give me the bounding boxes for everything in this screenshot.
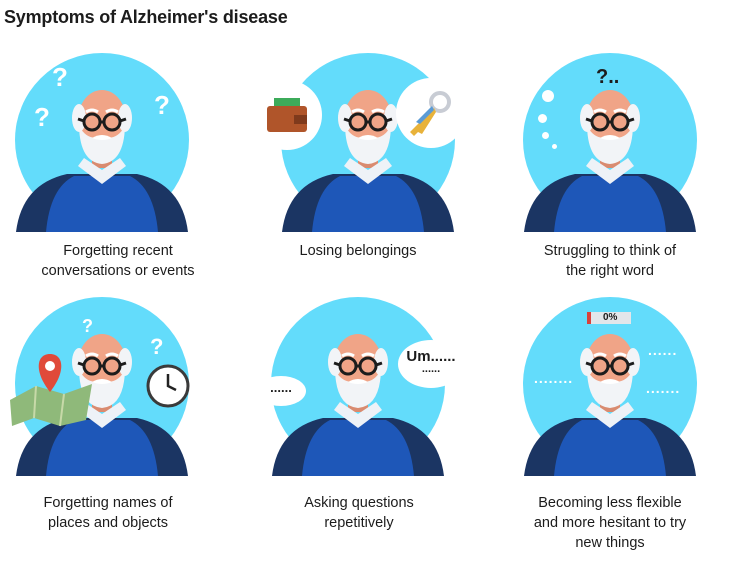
thought-bubble bbox=[552, 144, 557, 149]
speech-text: ...... bbox=[270, 380, 292, 395]
progress-label: 0% bbox=[603, 312, 618, 323]
caption: Struggling to think of the right word bbox=[490, 241, 730, 281]
question-mark: ? bbox=[154, 90, 170, 120]
question-mark: ? bbox=[82, 316, 93, 336]
old-man-illustration bbox=[271, 297, 445, 476]
caption: Forgetting names of places and objects bbox=[0, 493, 228, 533]
caption-line: places and objects bbox=[47, 515, 169, 531]
progress-bar: 0% bbox=[587, 312, 631, 324]
wallet-icon bbox=[252, 80, 322, 150]
panel-forgetting-names: ? ? bbox=[12, 296, 192, 476]
dots: ...... bbox=[648, 342, 678, 358]
question-mark: ? bbox=[150, 334, 164, 359]
thought-bubble bbox=[542, 90, 554, 102]
caption-line: the right word bbox=[566, 263, 654, 279]
caption-line: repetitively bbox=[324, 515, 394, 531]
old-man-illustration bbox=[15, 53, 189, 232]
thought-bubble bbox=[542, 132, 549, 139]
caption-line: Forgetting recent bbox=[63, 243, 173, 259]
caption-line: Struggling to think of bbox=[543, 243, 677, 259]
old-man-illustration bbox=[523, 297, 697, 476]
panel-less-flexible: 0% ...... ........ ....... bbox=[520, 296, 700, 476]
keys-icon bbox=[396, 78, 466, 148]
question-mark: ? bbox=[52, 62, 68, 92]
caption-line: Becoming less flexible bbox=[538, 495, 682, 511]
speech-bubble-left: ...... bbox=[256, 376, 306, 406]
caption-line: new things bbox=[575, 535, 645, 551]
caption: Forgetting recent conversations or event… bbox=[0, 241, 238, 281]
old-man-illustration bbox=[15, 297, 189, 476]
thinking-mark: ?.. bbox=[596, 66, 620, 88]
caption-line: and more hesitant to try bbox=[533, 515, 687, 531]
old-man-illustration bbox=[523, 53, 697, 232]
question-mark: ? bbox=[34, 102, 50, 132]
caption: Becoming less flexible and more hesitant… bbox=[490, 493, 730, 553]
progress-fill bbox=[587, 312, 591, 324]
caption: Losing belongings bbox=[238, 241, 478, 261]
panel-forgetting-recent: ? ? ? bbox=[12, 52, 192, 232]
caption-line: Forgetting names of bbox=[43, 495, 173, 511]
panel-struggling-word: ?.. bbox=[520, 52, 700, 232]
caption-line: Losing belongings bbox=[299, 243, 417, 259]
clock-icon bbox=[146, 364, 190, 408]
speech-text: ...... bbox=[421, 363, 441, 375]
caption: Asking questions repetitively bbox=[239, 493, 479, 533]
map-pin-icon bbox=[10, 354, 92, 427]
caption-line: Asking questions bbox=[304, 495, 414, 511]
dots: ........ bbox=[534, 370, 574, 386]
panel-asking-questions bbox=[268, 296, 448, 476]
dots: ....... bbox=[646, 380, 681, 396]
speech-bubble-right: Um...... ...... bbox=[398, 340, 464, 388]
page-title: Symptoms of Alzheimer's disease bbox=[4, 7, 288, 27]
thought-bubble bbox=[538, 114, 547, 123]
caption-line: conversations or events bbox=[41, 263, 195, 279]
speech-text: Um...... bbox=[406, 348, 456, 365]
